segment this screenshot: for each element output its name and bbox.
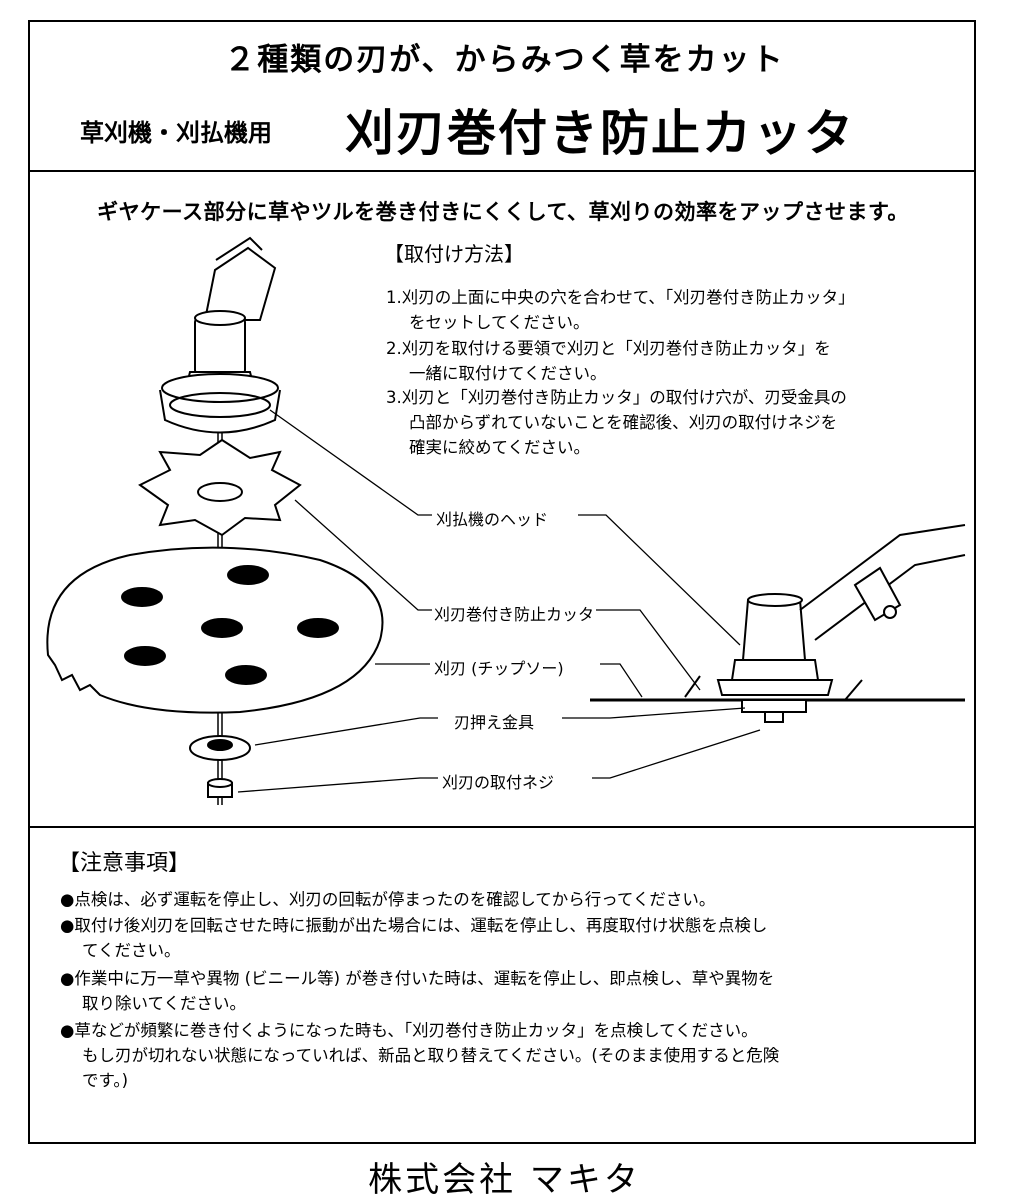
product-subtitle: 草刈機・刈払機用	[80, 119, 272, 147]
label-blade: 刈刃 (チップソー)	[432, 655, 566, 679]
document-frame	[28, 20, 976, 1144]
label-screw: 刈刃の取付ネジ	[440, 769, 557, 793]
label-washer: 刃押え金具	[452, 709, 537, 733]
step-line: 凸部からずれていないことを確認後、刈刃の取付けネジを	[409, 413, 838, 432]
method-step-3: 3.刈刃と「刈刃巻付き防止カッタ」の取付け穴が、刃受金具の 凸部からずれていない…	[386, 385, 976, 460]
method-title: 【取付け方法】	[384, 242, 524, 266]
note-line: ●草などが頻繁に巻き付くようになった時も、「刈刃巻付き防止カッタ」を点検してくだ…	[60, 1021, 758, 1040]
note-line: ●取付け後刈刃を回転させた時に振動が出た場合には、運転を停止し、再度取付け状態を…	[60, 916, 768, 935]
company-name: 株式会社 マキタ	[368, 1160, 641, 1200]
note-line: ●点検は、必ず運転を停止し、刈刃の回転が停まったのを確認してから行ってください。	[60, 890, 716, 909]
note-line: もし刃が切れない状態になっていれば、新品と取り替えてください。(そのまま使用する…	[82, 1046, 780, 1065]
step-line: 一緒に取付けてください。	[409, 364, 607, 383]
note-line: 取り除いてください。	[82, 994, 247, 1013]
step-line: 3.刈刃と「刈刃巻付き防止カッタ」の取付け穴が、刃受金具の	[386, 388, 847, 407]
note-line: ●作業中に万一草や異物 (ビニール等) が巻き付いた時は、運転を停止し、即点検し…	[60, 969, 775, 988]
notes-divider	[30, 826, 976, 828]
step-line: をセットしてください。	[409, 313, 590, 332]
tagline: ２種類の刃が、からみつく草をカット	[224, 42, 785, 78]
method-step-1: 1.刈刃の上面に中央の穴を合わせて、「刈刃巻付き防止カッタ」 をセットしてくださ…	[386, 285, 976, 335]
label-head: 刈払機のヘッド	[434, 506, 551, 530]
note-line: です。)	[82, 1071, 129, 1090]
note-item-1: ●点検は、必ず運転を停止し、刈刃の回転が停まったのを確認してから行ってください。	[60, 887, 970, 912]
method-step-2: 2.刈刃を取付ける要領で刈刃と「刈刃巻付き防止カッタ」を 一緒に取付けてください…	[386, 336, 976, 386]
note-item-4: ●草などが頻繁に巻き付くようになった時も、「刈刃巻付き防止カッタ」を点検してくだ…	[60, 1018, 970, 1093]
header-divider	[30, 170, 976, 172]
note-line: てください。	[82, 941, 181, 960]
lead-text: ギヤケース部分に草やツルを巻き付きにくくして、草刈りの効率をアップさせます。	[97, 200, 909, 224]
note-item-3: ●作業中に万一草や異物 (ビニール等) が巻き付いた時は、運転を停止し、即点検し…	[60, 966, 970, 1016]
step-line: 1.刈刃の上面に中央の穴を合わせて、「刈刃巻付き防止カッタ」	[386, 288, 855, 307]
note-item-2: ●取付け後刈刃を回転させた時に振動が出た場合には、運転を停止し、再度取付け状態を…	[60, 913, 970, 963]
product-title: 刈刃巻付き防止カッタ	[345, 105, 856, 162]
step-line: 2.刈刃を取付ける要領で刈刃と「刈刃巻付き防止カッタ」を	[386, 339, 831, 358]
step-line: 確実に絞めてください。	[409, 438, 591, 457]
label-cutter: 刈刃巻付き防止カッタ	[432, 601, 597, 625]
notes-title: 【注意事項】	[58, 851, 191, 876]
